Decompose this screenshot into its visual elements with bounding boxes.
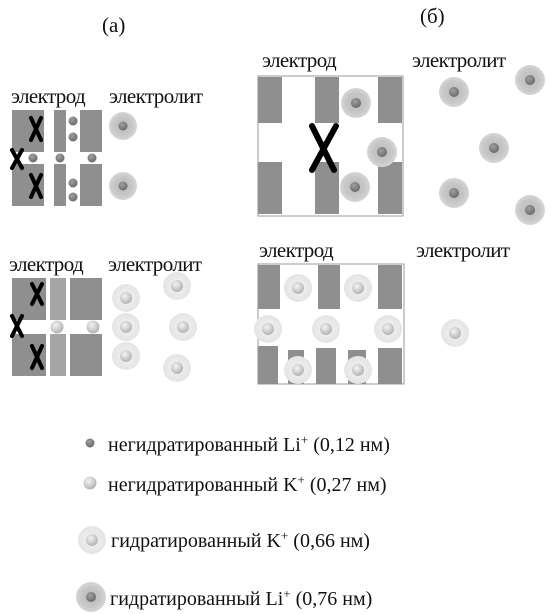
legend-icon-k-unhydrated [83, 476, 97, 490]
electrode-a-top [12, 110, 102, 206]
label-electrode-a-bottom: электрод [9, 252, 84, 276]
legend-size: (0,27 нм) [304, 474, 387, 496]
blocked-cross-icon [10, 282, 44, 370]
label-electrode-b-top: электрод [262, 48, 337, 72]
legend-charge: + [280, 528, 289, 543]
label-electrolyte-b-top: электролит [412, 48, 506, 72]
hydrated-k-ion [254, 274, 469, 384]
legend-icon-k-hydrated [78, 526, 106, 554]
panel-label-b: (б) [420, 4, 445, 28]
legend-size: (0,12 нм) [308, 434, 390, 456]
legend-charge: + [283, 586, 291, 601]
hydrated-k-ion [112, 272, 197, 382]
legend-icon-li-unhydrated [85, 438, 95, 448]
legend-charge: + [297, 472, 305, 487]
legend-text: негидратированный Li [108, 434, 301, 456]
legend-text: негидратированный K [108, 474, 298, 496]
k-ion-unhydrated [50, 320, 100, 334]
legend-item-k-unhydrated: негидратированный K+ (0,27 нм) [108, 473, 387, 495]
label-electrode-b-bottom: электрод [259, 238, 334, 262]
legend-item-li-unhydrated: негидратированный Li+ (0,12 нм) [108, 433, 390, 455]
label-electrode-a-top: электрод [11, 84, 86, 108]
legend-icon-li-hydrated [76, 582, 106, 612]
label-electrolyte-a-bottom: электролит [108, 252, 202, 276]
electrode-b-top [257, 75, 404, 217]
panel-label-a: (а) [102, 13, 126, 37]
hydrated-li-ion [340, 65, 545, 225]
legend-item-k-hydrated: гидратированный K+ (0,66 нм) [111, 529, 370, 551]
hydrated-li-ion [109, 112, 137, 200]
li-ion-unhydrated [28, 116, 97, 202]
label-electrolyte-b-bottom: электролит [416, 238, 510, 262]
legend-text: гидратированный K [111, 530, 281, 552]
blocked-cross-icon [10, 116, 43, 199]
legend-text: гидратированный Li [110, 588, 284, 610]
legend-item-li-hydrated: гидратированный Li+ (0,76 нм) [110, 587, 372, 609]
label-electrolyte-a-top: электролит [109, 84, 203, 108]
legend-size: (0,76 нм) [290, 588, 373, 610]
blocked-cross-icon [309, 123, 339, 173]
legend-charge: + [300, 432, 309, 447]
legend-size: (0,66 нм) [288, 530, 370, 552]
